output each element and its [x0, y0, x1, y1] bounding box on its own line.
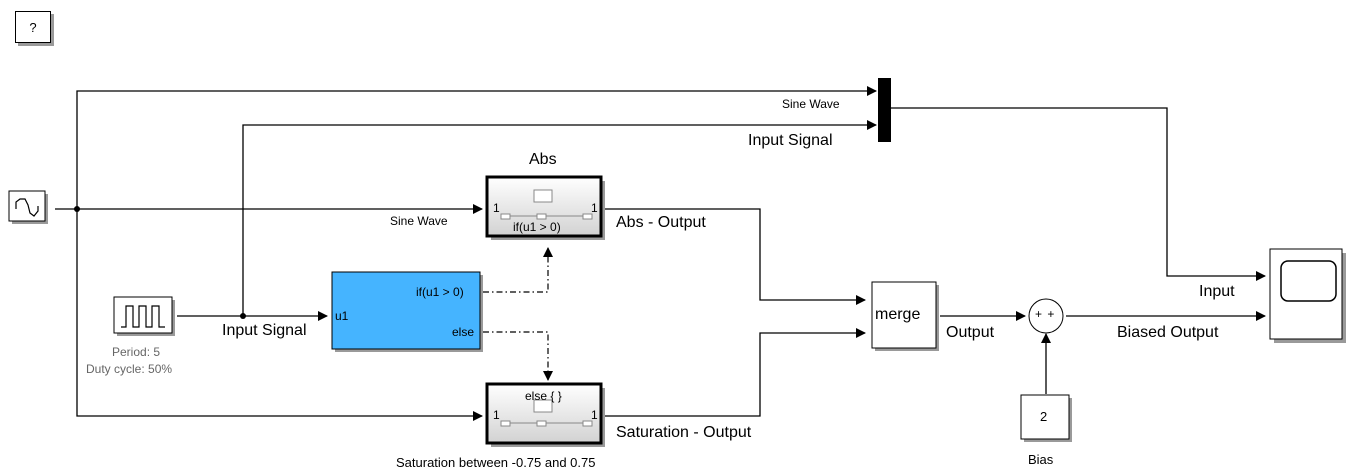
branch-point-sine [74, 206, 80, 212]
signal-label-sine-wave-abs: Sine Wave [390, 214, 448, 228]
action-lines [483, 247, 553, 381]
pulse-generator-block[interactable] [113, 296, 175, 336]
line-if-action-to-abs[interactable] [483, 247, 553, 293]
help-button[interactable]: ? [15, 11, 51, 43]
saturation-block-condition: else { } [525, 389, 562, 403]
sine-wave-block[interactable] [8, 190, 48, 224]
merge-block-label: merge [875, 306, 921, 323]
if-block-if-port: if(u1 > 0) [416, 285, 464, 299]
signal-label-biased-output: Biased Output [1117, 324, 1219, 341]
line-sine-to-mux[interactable] [76, 86, 877, 209]
signal-label-saturation-output: Saturation - Output [616, 424, 752, 441]
signal-label-sine-wave-top: Sine Wave [782, 97, 840, 111]
pulse-generator-period: Period: 5 [112, 345, 161, 359]
abs-block-title: Abs [529, 151, 557, 168]
line-pulse-to-mux[interactable] [242, 120, 877, 316]
abs-block-condition: if(u1 > 0) [513, 220, 561, 234]
subsystem-icon [500, 189, 593, 220]
help-button-label: ? [29, 19, 37, 35]
signal-label-input-signal-top: Input Signal [748, 132, 833, 149]
if-block-else-port: else [452, 325, 475, 339]
abs-block-out-port: 1 [591, 201, 598, 215]
subsystem-icon [500, 399, 593, 427]
abs-block-in-port: 1 [493, 201, 500, 215]
signal-lines [55, 86, 1266, 421]
saturation-block-in-port: 1 [493, 408, 500, 422]
saturation-block-title: Saturation between -0.75 and 0.75 [396, 455, 596, 470]
merge-block[interactable] [871, 281, 939, 351]
signal-label-output: Output [946, 324, 995, 341]
if-block[interactable] [331, 271, 483, 352]
saturation-block-out-port: 1 [591, 408, 598, 422]
line-sine-to-saturation[interactable] [76, 209, 483, 421]
pulse-generator-duty-cycle: Duty cycle: 50% [86, 362, 173, 376]
abs-subsystem-block[interactable] [485, 175, 605, 240]
line-saturation-to-merge[interactable] [604, 328, 866, 417]
bias-constant-block[interactable] [1020, 394, 1072, 442]
scope-block[interactable] [1269, 248, 1346, 343]
signal-label-input: Input [1199, 283, 1235, 300]
sum-block-signs: + + [1035, 307, 1056, 321]
line-mux-to-scope[interactable] [890, 107, 1266, 281]
if-block-input-port: u1 [335, 309, 349, 323]
line-else-action-to-saturation[interactable] [483, 331, 553, 381]
bias-block-title: Bias [1028, 452, 1054, 467]
branch-point-pulse [240, 313, 246, 319]
signal-label-abs-output: Abs - Output [616, 214, 706, 231]
sine-wave-icon [15, 198, 39, 217]
pulse-wave-icon [121, 305, 165, 328]
signal-label-input-signal: Input Signal [222, 322, 307, 339]
mux-block[interactable] [878, 78, 891, 142]
sum-block[interactable] [1028, 298, 1064, 334]
bias-block-value: 2 [1040, 409, 1048, 424]
line-abs-to-merge[interactable] [604, 208, 866, 305]
saturation-subsystem-block[interactable] [485, 382, 605, 447]
scope-screen-icon [1280, 260, 1337, 302]
